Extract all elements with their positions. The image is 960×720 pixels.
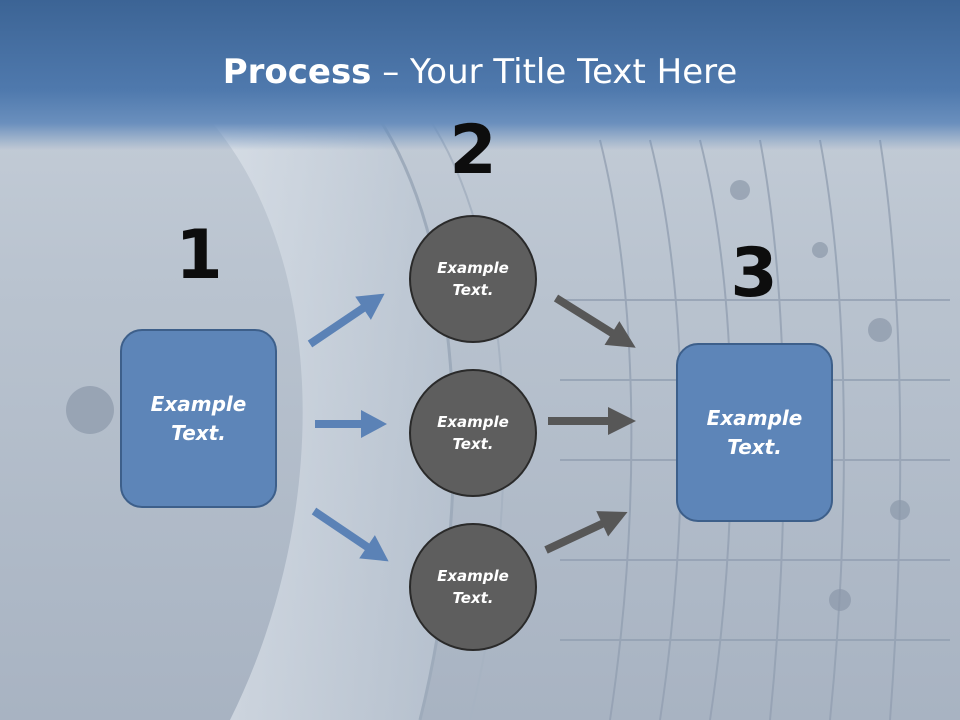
step-3-box[interactable]: Example Text. [676,343,833,522]
arrow-blue-straight [315,410,387,438]
arrow-gray-straight [548,407,636,435]
step-2-circle-bottom[interactable]: Example Text. [409,523,537,651]
circle-bottom-text: Example Text. [437,566,509,608]
step-number-3: 3 [730,234,778,313]
step-number-2: 2 [449,111,497,190]
arrow-blue-up [307,293,385,348]
title-bar [0,0,960,150]
arrow-blue-down [311,507,389,562]
step-1-text: Example Text. [150,391,247,445]
arrow-gray-up [544,511,628,554]
title-rest: – Your Title Text Here [371,52,738,92]
step-3-text: Example Text. [706,405,803,459]
slide-title: Process – Your Title Text Here [0,52,960,92]
step-2-circle-top[interactable]: Example Text. [409,215,537,343]
circle-top-text: Example Text. [437,258,509,300]
circle-middle-text: Example Text. [437,412,509,454]
arrow-gray-down [553,294,636,348]
title-bold: Process [222,52,372,92]
step-1-box[interactable]: Example Text. [120,329,277,508]
step-number-1: 1 [175,216,223,295]
step-2-circle-middle[interactable]: Example Text. [409,369,537,497]
